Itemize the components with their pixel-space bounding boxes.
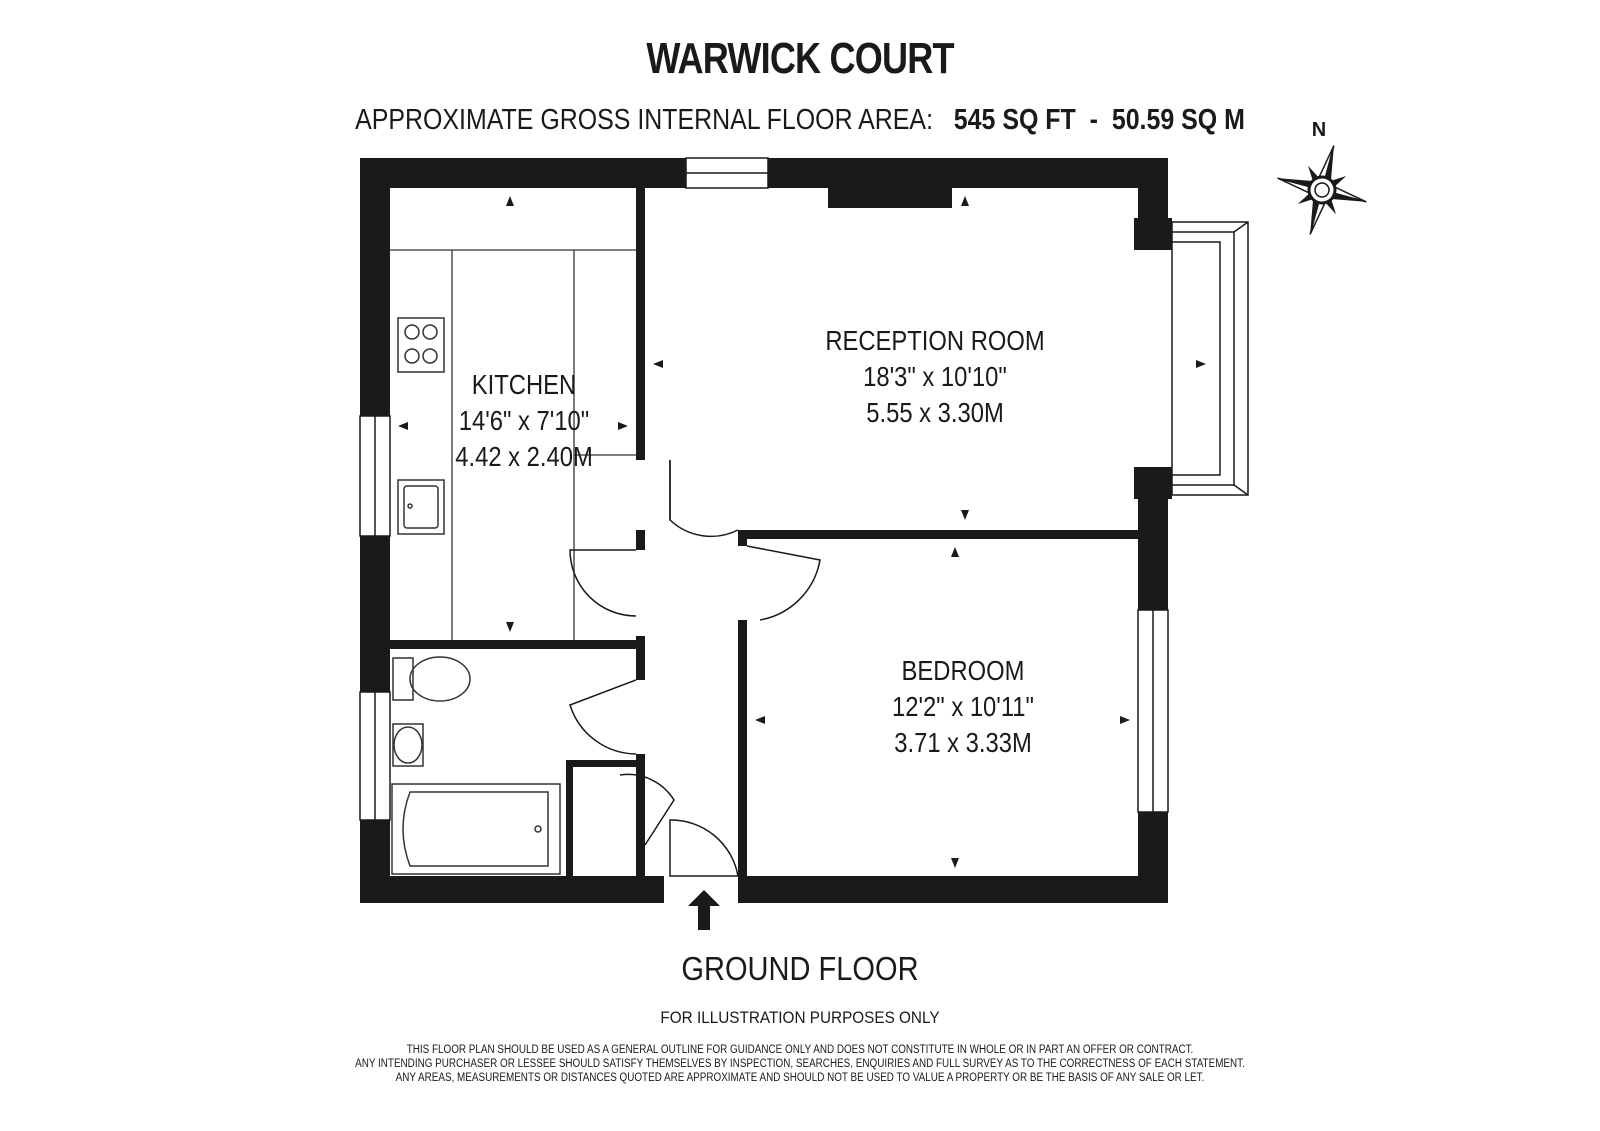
- bedroom-metric: 3.71 x 3.33M: [894, 726, 1032, 758]
- room-labels: KITCHEN 14'6" x 7'10" 4.42 x 2.40M RECEP…: [455, 324, 1044, 758]
- floor-label: GROUND FLOOR: [681, 950, 919, 987]
- kitchen-imperial: 14'6" x 7'10": [459, 404, 589, 436]
- illustration-note: FOR ILLUSTRATION PURPOSES ONLY: [660, 1008, 940, 1027]
- kitchen-metric: 4.42 x 2.40M: [455, 440, 593, 472]
- reception-imperial: 18'3" x 10'10": [863, 360, 1007, 392]
- compass-rose-icon: N: [1277, 119, 1367, 235]
- dimension-markers: [398, 196, 1206, 868]
- reception-name: RECEPTION ROOM: [825, 324, 1044, 356]
- walls: [360, 158, 1172, 903]
- bath-icon: [391, 783, 561, 875]
- entrance-arrow-icon: [688, 890, 720, 930]
- plan-title: WARWICK COURT: [646, 34, 954, 83]
- windows: [359, 157, 1169, 821]
- disclaimer-line: ANY INTENDING PURCHASER OR LESSEE SHOULD…: [355, 1058, 1245, 1070]
- kitchen-name: KITCHEN: [472, 368, 576, 400]
- disclaimer: THIS FLOOR PLAN SHOULD BE USED AS A GENE…: [0, 1043, 1600, 1085]
- basin-icon: [392, 723, 424, 767]
- floor-area-separator: -: [1089, 104, 1098, 136]
- bedroom-name: BEDROOM: [902, 654, 1025, 686]
- floor-area-sqm: 50.59 SQ M: [1111, 104, 1245, 136]
- hob-icon: [397, 317, 445, 373]
- doors: [569, 460, 821, 877]
- toilet-icon: [392, 656, 471, 702]
- bedroom-imperial: 12'2" x 10'11": [892, 690, 1034, 722]
- disclaimer-line: THIS FLOOR PLAN SHOULD BE USED AS A GENE…: [406, 1044, 1194, 1056]
- floor-area-prefix: APPROXIMATE GROSS INTERNAL FLOOR AREA:: [355, 104, 934, 136]
- floor-area-line: APPROXIMATE GROSS INTERNAL FLOOR AREA: 5…: [112, 104, 1488, 137]
- kitchen-sink-icon: [397, 479, 445, 535]
- reception-metric: 5.55 x 3.30M: [866, 396, 1004, 428]
- bay-window: [1171, 221, 1249, 496]
- compass-north-label: N: [1312, 119, 1326, 141]
- disclaimer-line: ANY AREAS, MEASUREMENTS OR DISTANCES QUO…: [395, 1072, 1205, 1084]
- floor-area-sqft: 545 SQ FT: [953, 104, 1076, 136]
